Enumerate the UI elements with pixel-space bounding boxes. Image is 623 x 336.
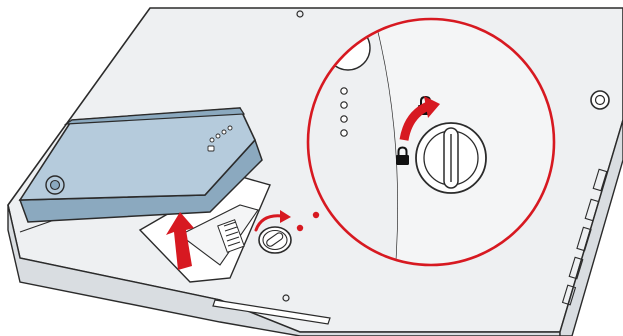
battery-latch bbox=[259, 227, 291, 253]
battery-screw-boss bbox=[46, 176, 64, 194]
inset-latch bbox=[416, 123, 486, 193]
rubber-foot bbox=[591, 91, 609, 109]
